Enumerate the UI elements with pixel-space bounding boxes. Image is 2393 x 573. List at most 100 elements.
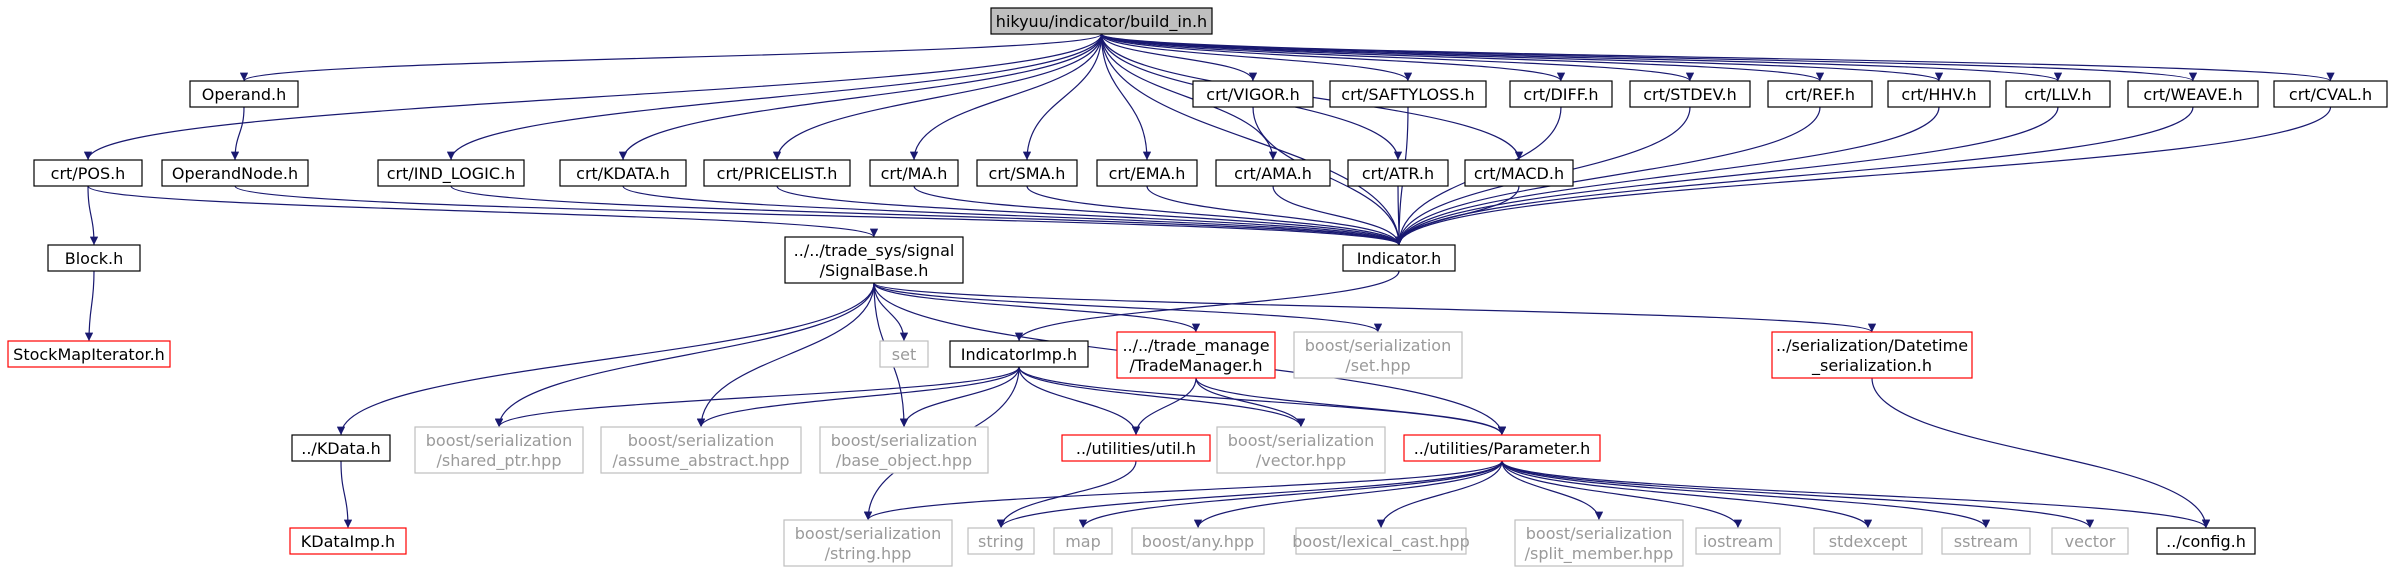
node-shared_ptr-label-line2: /shared_ptr.hpp xyxy=(437,451,562,471)
node-vigor[interactable]: crt/VIGOR.h xyxy=(1192,80,1314,108)
node-parameter[interactable]: ../utilities/Parameter.h xyxy=(1403,434,1601,462)
node-cval-label: crt/CVAL.h xyxy=(2289,85,2372,104)
node-ind_logic-label: crt/IND_LOGIC.h xyxy=(387,164,516,184)
node-atr[interactable]: crt/ATR.h xyxy=(1347,159,1449,187)
node-vector_hpp[interactable]: boost/serialization/vector.hpp xyxy=(1216,426,1386,474)
node-pos[interactable]: crt/POS.h xyxy=(33,159,143,187)
edge-ema-to-indicator xyxy=(1146,185,1404,246)
node-kdata_crt[interactable]: crt/KDATA.h xyxy=(559,159,687,187)
node-pricelist[interactable]: crt/PRICELIST.h xyxy=(703,159,851,187)
node-kdataimp-box xyxy=(289,527,407,555)
node-stdexcept[interactable]: stdexcept xyxy=(1813,527,1923,555)
edge-pos-to-block xyxy=(87,185,99,246)
node-vector[interactable]: vector xyxy=(2051,527,2129,555)
edge-root-to-ama xyxy=(1100,33,1278,161)
node-root[interactable]: hikyuu/indicator/build_in.h xyxy=(990,7,1213,35)
node-ama[interactable]: crt/AMA.h xyxy=(1215,159,1331,187)
edge-indicatorimp-to-base_object xyxy=(899,366,1020,428)
node-string_hpp[interactable]: boost/serialization/string.hpp xyxy=(783,519,953,567)
node-macd[interactable]: crt/MACD.h xyxy=(1464,159,1574,187)
node-weave[interactable]: crt/WEAVE.h xyxy=(2127,80,2259,108)
node-vigor-label: crt/VIGOR.h xyxy=(1206,85,1299,104)
edge-root-to-indicator xyxy=(1100,33,1404,246)
node-map[interactable]: map xyxy=(1053,527,1113,555)
node-string[interactable]: string xyxy=(967,527,1035,555)
node-vector_hpp-label-line1: boost/serialization xyxy=(1228,431,1374,450)
edge-parameter-to-sstream xyxy=(1501,460,1991,529)
node-pos-label: crt/POS.h xyxy=(51,164,126,183)
node-stockmapit-label: StockMapIterator.h xyxy=(13,345,165,364)
node-set[interactable]: set xyxy=(879,340,929,368)
node-string_hpp-label-line2: /string.hpp xyxy=(825,544,912,563)
edge-dt_ser-to-config xyxy=(1871,377,2211,529)
node-indicator-label: Indicator.h xyxy=(1357,249,1441,268)
node-set_hpp[interactable]: boost/serialization/set.hpp xyxy=(1293,331,1463,379)
edge-indicatorimp-to-shared_ptr xyxy=(494,366,1020,428)
node-indicatorimp[interactable]: IndicatorImp.h xyxy=(949,340,1089,368)
node-ref[interactable]: crt/REF.h xyxy=(1767,80,1873,108)
node-lexical_cast-label: boost/lexical_cast.hpp xyxy=(1292,532,1469,552)
edge-cval-to-indicator xyxy=(1394,106,2332,246)
node-indicator[interactable]: Indicator.h xyxy=(1342,244,1456,272)
node-lexical_cast[interactable]: boost/lexical_cast.hpp xyxy=(1292,527,1470,555)
node-sma-label: crt/SMA.h xyxy=(989,164,1066,183)
node-map-label: map xyxy=(1065,532,1101,551)
node-signalbase[interactable]: ../../trade_sys/signal/SignalBase.h xyxy=(784,236,964,284)
node-operand[interactable]: Operand.h xyxy=(189,80,299,108)
node-assume_abstract[interactable]: boost/serialization/assume_abstract.hpp xyxy=(600,426,802,474)
edge-parameter-to-map xyxy=(1078,460,1503,529)
edge-weave-to-indicator xyxy=(1394,106,2194,246)
node-atr-label: crt/ATR.h xyxy=(1362,164,1434,183)
node-cval-box xyxy=(2273,80,2388,108)
node-sma[interactable]: crt/SMA.h xyxy=(976,159,1078,187)
node-cval[interactable]: crt/CVAL.h xyxy=(2273,80,2388,108)
node-parameter-label: ../utilities/Parameter.h xyxy=(1414,439,1591,458)
node-stdev-box xyxy=(1629,80,1751,108)
node-string-label: string xyxy=(978,532,1024,551)
node-indicator-box xyxy=(1342,244,1456,272)
node-iostream[interactable]: iostream xyxy=(1695,527,1781,555)
node-block[interactable]: Block.h xyxy=(47,244,141,272)
node-iostream-box xyxy=(1695,527,1781,555)
edge-root-to-diff xyxy=(1100,33,1566,82)
edge-pricelist-to-indicator xyxy=(776,185,1404,246)
node-ind_logic[interactable]: crt/IND_LOGIC.h xyxy=(377,159,525,187)
node-ema[interactable]: crt/EMA.h xyxy=(1096,159,1198,187)
node-saftyloss[interactable]: crt/SAFTYLOSS.h xyxy=(1329,80,1487,108)
node-trademanager[interactable]: ../../trade_manage/TradeManager.h xyxy=(1116,331,1276,379)
node-iostream-label: iostream xyxy=(1703,532,1773,551)
node-any[interactable]: boost/any.hpp xyxy=(1131,527,1265,555)
edge-ama-to-indicator xyxy=(1272,185,1404,246)
edge-ref-to-indicator xyxy=(1394,106,1821,246)
node-util[interactable]: ../utilities/util.h xyxy=(1061,434,1211,462)
node-sma-box xyxy=(976,159,1078,187)
node-diff[interactable]: crt/DIFF.h xyxy=(1509,80,1613,108)
node-hhv-label: crt/HHV.h xyxy=(1901,85,1976,104)
node-kdataimp[interactable]: KDataImp.h xyxy=(289,527,407,555)
node-shared_ptr[interactable]: boost/serialization/shared_ptr.hpp xyxy=(414,426,584,474)
node-kdata_h[interactable]: ../KData.h xyxy=(291,434,391,462)
edge-llv-to-indicator xyxy=(1394,106,2059,246)
edge-indicatorimp-to-util xyxy=(1018,366,1141,436)
edge-parameter-to-stdexcept xyxy=(1501,460,1873,529)
edge-root-to-kdata_crt xyxy=(618,33,1103,161)
node-stdev[interactable]: crt/STDEV.h xyxy=(1629,80,1751,108)
nodes-layer: hikyuu/indicator/build_in.hOperand.hOper… xyxy=(7,7,2388,567)
node-operandnode[interactable]: OperandNode.h xyxy=(161,159,309,187)
node-split_member-label-line1: boost/serialization xyxy=(1526,524,1672,543)
edge-root-to-pricelist xyxy=(772,33,1103,161)
node-hhv[interactable]: crt/HHV.h xyxy=(1887,80,1991,108)
node-llv[interactable]: crt/LLV.h xyxy=(2005,80,2111,108)
edge-trademanager-to-vector_hpp xyxy=(1195,377,1306,428)
node-base_object-label-line1: boost/serialization xyxy=(831,431,977,450)
node-split_member[interactable]: boost/serialization/split_member.hpp xyxy=(1514,519,1684,567)
node-dt_ser[interactable]: ../serialization/Datetime_serialization.… xyxy=(1771,331,1973,379)
node-base_object[interactable]: boost/serialization/base_object.hpp xyxy=(819,426,989,474)
edge-signalbase-to-shared_ptr xyxy=(494,282,875,428)
node-stockmapit[interactable]: StockMapIterator.h xyxy=(7,340,171,368)
node-config[interactable]: ../config.h xyxy=(2156,527,2256,555)
node-ma[interactable]: crt/MA.h xyxy=(869,159,959,187)
edge-parameter-to-any xyxy=(1193,460,1503,529)
edge-pos-to-signalbase xyxy=(87,185,878,238)
node-sstream[interactable]: sstream xyxy=(1941,527,2031,555)
